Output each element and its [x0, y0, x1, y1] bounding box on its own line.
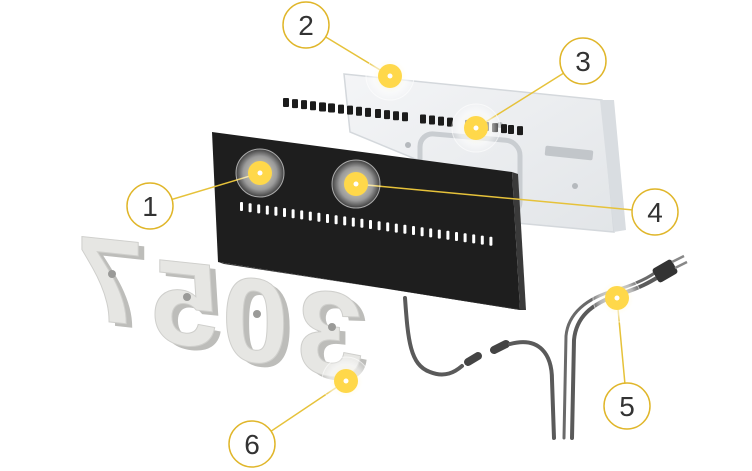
- led-slot: [420, 227, 424, 237]
- spacer-block: [501, 124, 507, 134]
- spacer-block: [320, 102, 326, 112]
- led-slot: [343, 216, 347, 226]
- spacer-block: [347, 105, 353, 115]
- callout-3: 3: [451, 37, 607, 153]
- spacer-block: [283, 98, 289, 107]
- spacer-block: [301, 100, 307, 110]
- spacer-block: [338, 104, 344, 114]
- led-slot: [257, 204, 261, 214]
- mounting-pin: [108, 270, 116, 278]
- marker-center: [343, 378, 349, 384]
- led-slot: [248, 203, 252, 213]
- marker-center: [257, 170, 263, 176]
- led-slot: [394, 223, 398, 233]
- letter-0: 00: [221, 250, 295, 396]
- led-slot: [455, 232, 458, 241]
- mounting-pin: [328, 323, 336, 331]
- led-slot: [386, 222, 390, 232]
- spacer-block: [402, 112, 408, 122]
- spacer-block: [375, 109, 381, 119]
- mounting-pin: [183, 293, 191, 301]
- led-slot: [265, 205, 269, 215]
- spacer-block: [447, 117, 453, 127]
- marker-center: [387, 73, 393, 79]
- spacer-block: [420, 114, 426, 124]
- svg-text:7: 7: [83, 215, 150, 356]
- led-slot: [334, 215, 338, 225]
- callout-layer: 1 2 3 4 5 6: [126, 1, 679, 468]
- spacer-block: [438, 116, 444, 126]
- led-slot: [472, 234, 476, 244]
- spacer-block: [517, 126, 523, 136]
- svg-text:0: 0: [228, 255, 295, 396]
- svg-text:7: 7: [77, 211, 144, 352]
- leader-line: [355, 183, 656, 213]
- led-slot: [446, 230, 450, 240]
- led-slot-row: [240, 202, 493, 246]
- spacer-block: [429, 115, 435, 125]
- led-slot: [489, 236, 493, 246]
- led-slot: [326, 214, 329, 223]
- spacer-block: [329, 103, 335, 113]
- letter-5: 55: [151, 233, 225, 379]
- led-slot: [369, 220, 372, 229]
- callout-number: 1: [142, 191, 158, 222]
- marker-center: [353, 181, 359, 187]
- led-slot: [463, 233, 467, 243]
- callout-ring: [228, 420, 276, 468]
- mounting-pin: [253, 310, 261, 318]
- spacer-block: [292, 99, 298, 109]
- callout-ring: [631, 188, 679, 236]
- callout-number: 4: [647, 197, 663, 228]
- marker-center: [614, 295, 620, 301]
- callout-number: 3: [575, 46, 591, 77]
- callout-5: 5: [592, 273, 651, 430]
- led-slot: [429, 228, 433, 238]
- spacer-block: [508, 125, 514, 134]
- callout-2: 2: [282, 1, 415, 101]
- svg-text:5: 5: [152, 234, 219, 375]
- led-slot: [274, 206, 278, 216]
- led-slot: [283, 208, 286, 217]
- front-panel: [212, 132, 526, 310]
- spacer-block: [393, 111, 399, 121]
- callout-number: 5: [619, 391, 635, 422]
- led-slot: [480, 235, 484, 245]
- led-slot: [351, 217, 355, 227]
- callout-number: 6: [244, 429, 260, 460]
- spacer-block: [384, 110, 390, 120]
- led-slot: [300, 210, 304, 220]
- led-slot: [412, 226, 415, 235]
- callout-ring: [603, 382, 651, 430]
- callout-ring: [126, 182, 174, 230]
- led-slot: [317, 212, 321, 222]
- spacer-block: [356, 106, 362, 116]
- svg-text:5: 5: [158, 238, 225, 379]
- callout-number: 2: [298, 10, 314, 41]
- svg-text:0: 0: [222, 251, 289, 392]
- led-slot: [240, 202, 243, 211]
- led-slot: [291, 209, 295, 219]
- marker-center: [473, 125, 479, 131]
- spacer-block: [365, 107, 371, 117]
- callout-4: 4: [331, 159, 679, 236]
- letter-7: 77: [76, 210, 150, 356]
- led-slot: [377, 221, 381, 231]
- led-slot: [308, 211, 312, 221]
- plug-icon: [652, 254, 688, 283]
- led-slot: [360, 218, 364, 228]
- callout-6: 6: [228, 356, 371, 468]
- callout-1: 1: [126, 148, 285, 230]
- spacer-block: [310, 101, 316, 111]
- callout-ring: [559, 37, 607, 85]
- callout-ring: [282, 1, 330, 49]
- led-slot: [437, 229, 441, 239]
- led-slot: [403, 224, 407, 234]
